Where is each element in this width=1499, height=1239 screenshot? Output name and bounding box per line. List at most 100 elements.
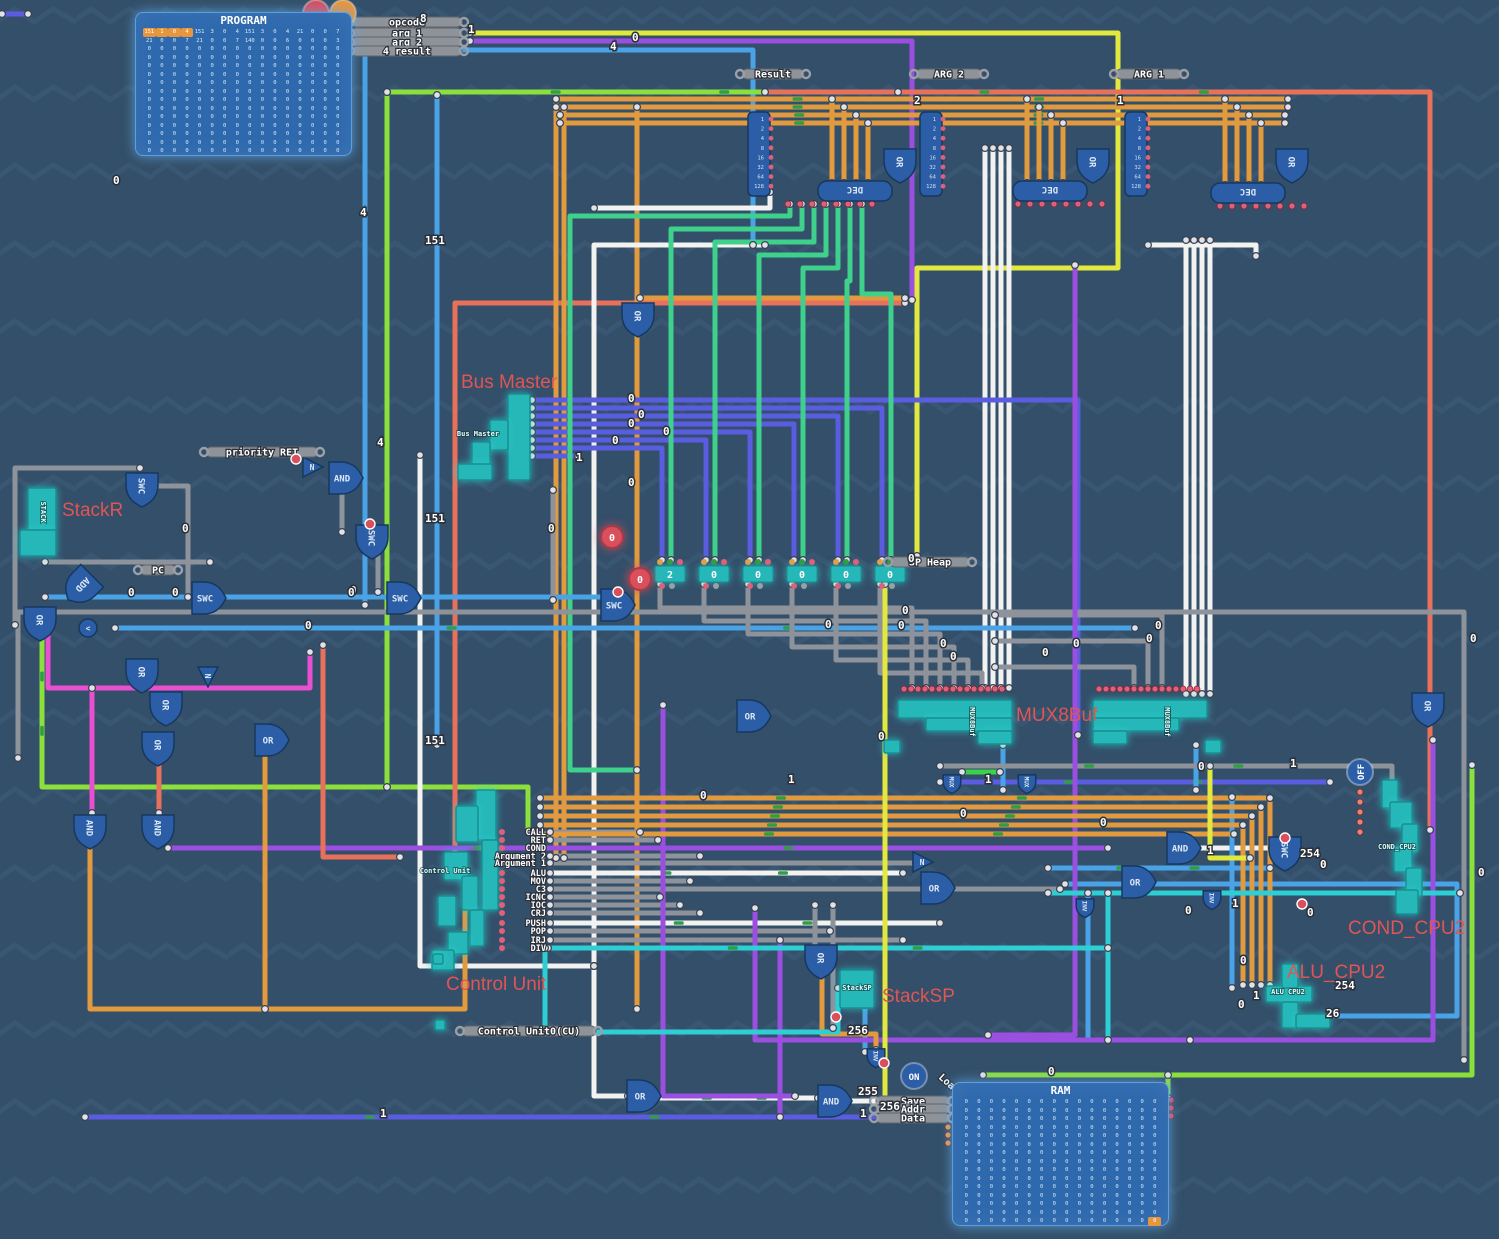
memory-cell[interactable]: 0: [336, 122, 340, 129]
memory-cell[interactable]: 0: [1040, 1141, 1044, 1148]
component-cond-cpu2[interactable]: [1393, 845, 1413, 873]
wire[interactable]: [591, 963, 631, 1099]
memory-cell[interactable]: 0: [1140, 1158, 1144, 1165]
memory-cell[interactable]: 0: [1027, 1107, 1031, 1114]
memory-cell[interactable]: 0: [172, 122, 177, 129]
memory-cell[interactable]: 0: [285, 71, 290, 78]
memory-cell[interactable]: 0: [1102, 1099, 1107, 1105]
memory-cell[interactable]: 0: [210, 122, 214, 129]
wire[interactable]: [1207, 763, 1253, 861]
memory-cell[interactable]: 0: [260, 80, 264, 86]
memory-cell[interactable]: 0: [260, 105, 264, 112]
memory-cell[interactable]: 0: [310, 114, 315, 120]
memory-cell[interactable]: 0: [260, 63, 264, 69]
memory-cell[interactable]: 0: [964, 1218, 968, 1224]
memory-cell[interactable]: 0: [223, 131, 227, 137]
memory-cell[interactable]: 0: [336, 131, 340, 137]
wire[interactable]: [591, 189, 773, 211]
memory-cell[interactable]: 0: [1115, 1133, 1119, 1139]
memory-cell[interactable]: 7: [185, 37, 189, 44]
memory-cell[interactable]: 21: [145, 37, 153, 44]
memory-cell[interactable]: 0: [160, 54, 164, 61]
gate-and[interactable]: AND: [328, 461, 364, 495]
memory-cell[interactable]: 0: [285, 54, 290, 61]
memory-cell[interactable]: 0: [1127, 1167, 1132, 1173]
memory-cell[interactable]: 0: [235, 114, 239, 120]
memory-cell[interactable]: 0: [147, 71, 151, 78]
memory-cell[interactable]: 0: [285, 97, 290, 103]
memory-cell[interactable]: 0: [1077, 1218, 1081, 1224]
value-blob[interactable]: [628, 567, 652, 591]
memory-cell[interactable]: 0: [1002, 1184, 1006, 1190]
memory-cell[interactable]: 0: [185, 148, 189, 154]
component-mux8buf-right[interactable]: [1204, 739, 1222, 754]
memory-cell[interactable]: 0: [1052, 1107, 1056, 1114]
wire[interactable]: [992, 638, 1151, 691]
gate-or[interactable]: OR: [125, 658, 159, 694]
memory-cell[interactable]: 0: [964, 1201, 968, 1207]
memory-cell[interactable]: 4: [235, 29, 239, 35]
memory-cell[interactable]: 0: [1014, 1124, 1019, 1131]
memory-cell[interactable]: 0: [1090, 1209, 1094, 1216]
memory-cell[interactable]: 0: [1153, 1124, 1157, 1131]
memory-cell[interactable]: 21: [296, 29, 304, 35]
memory-cell[interactable]: 0: [964, 1150, 968, 1156]
memory-cell[interactable]: 0: [223, 54, 227, 61]
memory-cell[interactable]: 0: [1102, 1124, 1107, 1131]
memory-cell[interactable]: 0: [273, 29, 277, 35]
memory-cell[interactable]: 0: [197, 139, 202, 146]
memory-cell[interactable]: 0: [989, 1201, 994, 1207]
memory-cell[interactable]: 0: [273, 114, 277, 120]
memory-cell[interactable]: 0: [1002, 1107, 1006, 1114]
memory-cell[interactable]: 0: [1077, 1175, 1081, 1182]
off-button[interactable]: OFF: [1346, 758, 1374, 786]
memory-cell[interactable]: 4: [180, 28, 194, 37]
memory-cell[interactable]: 0: [1065, 1192, 1069, 1199]
memory-cell[interactable]: 0: [323, 105, 327, 112]
gate-swc[interactable]: SWC: [386, 581, 422, 615]
memory-cell[interactable]: 0: [185, 46, 189, 52]
memory-cell[interactable]: 0: [1052, 1141, 1056, 1148]
memory-cell[interactable]: 0: [298, 54, 302, 61]
gate-swc[interactable]: SWC: [355, 524, 389, 560]
component-mux8buf-left[interactable]: [925, 717, 1013, 732]
memory-cell[interactable]: 0: [1052, 1201, 1056, 1207]
memory-cell[interactable]: 0: [310, 88, 315, 95]
component-pad-b[interactable]: [434, 1019, 446, 1031]
memory-cell[interactable]: 0: [1065, 1133, 1069, 1139]
memory-cell[interactable]: 0: [1052, 1150, 1056, 1156]
memory-cell[interactable]: 0: [964, 1141, 968, 1148]
memory-cell[interactable]: 0: [1115, 1192, 1119, 1199]
memory-cell[interactable]: 0: [1090, 1116, 1094, 1122]
memory-cell[interactable]: 0: [185, 105, 189, 112]
memory-cell[interactable]: 0: [1090, 1201, 1094, 1207]
memory-cell[interactable]: 0: [248, 148, 252, 154]
memory-cell[interactable]: 0: [323, 97, 327, 103]
gate-or[interactable]: OR: [804, 944, 838, 980]
memory-cell[interactable]: 0: [1040, 1175, 1044, 1182]
memory-cell[interactable]: 0: [336, 97, 340, 103]
memory-cell[interactable]: 0: [210, 71, 214, 78]
memory-cell[interactable]: 0: [248, 97, 252, 103]
memory-cell[interactable]: 0: [1102, 1192, 1107, 1199]
memory-cell[interactable]: 0: [285, 139, 290, 146]
wire[interactable]: [752, 737, 1436, 1043]
memory-cell[interactable]: 0: [235, 71, 239, 78]
memory-cell[interactable]: 0: [310, 54, 315, 61]
memory-cell[interactable]: 0: [310, 37, 315, 44]
memory-cell[interactable]: 0: [1040, 1209, 1044, 1216]
memory-cell[interactable]: 0: [1153, 1099, 1157, 1105]
wire[interactable]: [529, 437, 709, 563]
memory-cell[interactable]: 0: [1077, 1192, 1081, 1199]
memory-cell[interactable]: 0: [147, 54, 151, 61]
memory-cell[interactable]: 0: [185, 122, 189, 129]
memory-cell[interactable]: 0: [147, 105, 151, 112]
memory-cell[interactable]: 0: [210, 46, 214, 52]
memory-cell[interactable]: 0: [210, 63, 214, 69]
gate-inv[interactable]: INV: [1075, 898, 1095, 919]
memory-cell[interactable]: 0: [1052, 1167, 1056, 1173]
memory-cell[interactable]: 0: [147, 139, 151, 146]
wire[interactable]: [859, 201, 894, 563]
